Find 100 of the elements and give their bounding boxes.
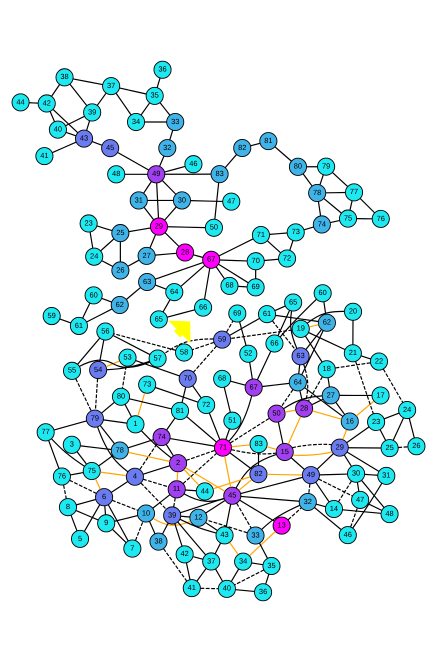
connector (292, 443, 332, 448)
node-circle: 59 (212, 330, 231, 348)
node-circle: 46 (184, 154, 202, 173)
node-circle: 22 (369, 352, 388, 370)
connector (180, 264, 205, 286)
connector (176, 472, 178, 480)
node-circle: 35 (145, 86, 164, 104)
connector (257, 452, 259, 465)
node-circle: 6 (94, 488, 113, 506)
connector (167, 226, 205, 228)
connector (144, 120, 166, 122)
connector (360, 480, 384, 508)
connector (248, 530, 276, 556)
node-circle: 31 (376, 466, 395, 484)
connector (104, 505, 106, 514)
connector (343, 454, 352, 466)
node-circle: 81 (170, 401, 189, 420)
node-circle: 74 (312, 214, 330, 233)
connector (80, 444, 111, 450)
connector (306, 166, 318, 167)
connector (302, 172, 312, 186)
connector (266, 240, 280, 253)
connector (224, 154, 236, 168)
node-circle: 52 (238, 344, 257, 362)
connector (134, 520, 143, 540)
connector (86, 120, 90, 130)
connector (59, 318, 71, 324)
connector (314, 506, 341, 530)
connector (168, 130, 173, 140)
connector (184, 488, 196, 491)
node-circle: 55 (62, 361, 81, 380)
connector (165, 444, 174, 456)
connector (192, 341, 214, 350)
connector (196, 568, 206, 581)
node-circle: 61 (257, 304, 276, 323)
connector (254, 270, 256, 278)
connector (152, 494, 170, 508)
connector (308, 332, 345, 350)
connector (152, 517, 190, 526)
connector (124, 173, 148, 174)
connector (240, 495, 299, 502)
node-circle: 59 (42, 306, 60, 325)
connector (68, 479, 96, 494)
connector (315, 503, 326, 507)
connector (348, 446, 380, 448)
connector (303, 226, 314, 230)
node-circle: 66 (194, 298, 212, 316)
node-circle: 12 (188, 508, 207, 526)
connector (290, 456, 304, 470)
connector (166, 417, 175, 430)
node-circle: 62 (317, 313, 336, 332)
connector (275, 314, 318, 322)
connector (342, 429, 347, 440)
connector (225, 504, 231, 526)
connector (214, 182, 219, 219)
connector (339, 394, 372, 396)
connector (99, 424, 114, 444)
node-circle: 27 (321, 386, 340, 404)
connector (186, 416, 216, 442)
node-circle: 43 (215, 526, 234, 544)
node-circle: 19 (291, 319, 310, 338)
connector (230, 380, 246, 386)
connector (224, 456, 231, 487)
connector (52, 141, 76, 153)
connector (164, 232, 179, 246)
connector (184, 466, 225, 492)
connector (338, 480, 352, 502)
connector (235, 453, 276, 488)
connector (325, 191, 345, 193)
connector (308, 324, 318, 327)
node-circle: 41 (34, 146, 53, 165)
connector (215, 266, 224, 278)
connector (96, 426, 128, 472)
connector (218, 263, 248, 283)
connector (154, 262, 203, 280)
connector (334, 402, 345, 414)
node-circle: 76 (371, 209, 390, 228)
connector (384, 412, 399, 419)
connector (96, 224, 112, 231)
connector (307, 376, 322, 401)
connector (322, 198, 342, 213)
connector (127, 438, 154, 448)
connector (138, 444, 157, 470)
connector (142, 180, 152, 194)
connector (136, 392, 145, 416)
connector (140, 482, 166, 510)
connector (174, 523, 182, 546)
connector (317, 200, 321, 216)
connector (214, 568, 223, 582)
connector (219, 258, 246, 262)
connector (318, 174, 324, 184)
node-circle: 46 (338, 526, 356, 544)
node-circle: 23 (366, 412, 385, 430)
connector (230, 448, 276, 454)
connector (287, 416, 301, 444)
connector (88, 231, 93, 248)
connector (300, 330, 324, 374)
connector (82, 302, 90, 318)
connector (107, 504, 128, 541)
node-circle: 60 (84, 286, 102, 304)
